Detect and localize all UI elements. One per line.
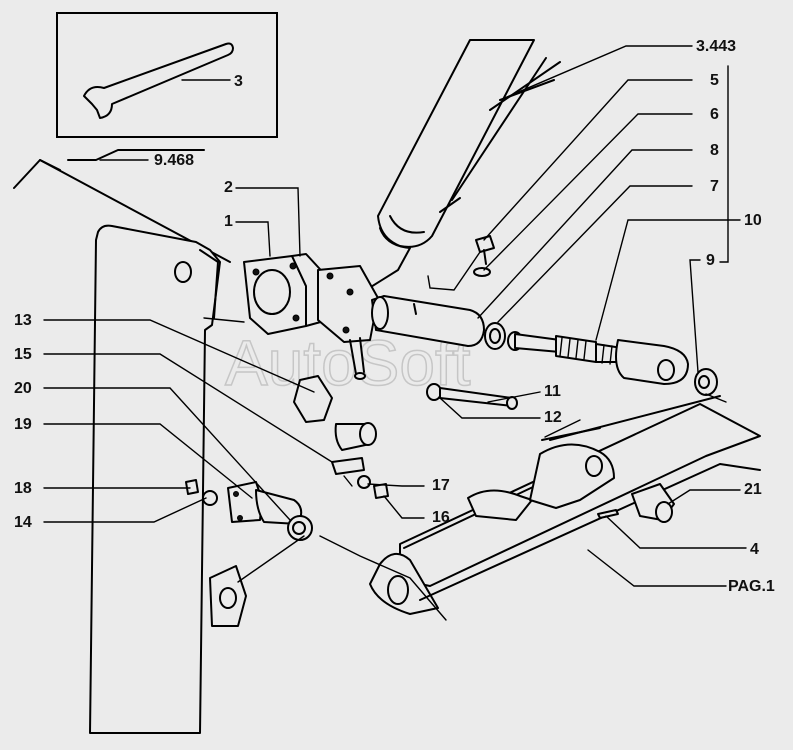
- bush-part-9: [694, 368, 718, 396]
- bolt-part-11: [426, 383, 518, 410]
- flange-part-2: [291, 253, 379, 380]
- label-18: 18: [14, 480, 32, 497]
- label-10: 10: [744, 212, 762, 229]
- label-4: 4: [750, 541, 759, 558]
- label-15: 15: [14, 346, 32, 363]
- label-11: 11: [544, 383, 561, 400]
- label-16: 16: [432, 509, 450, 526]
- lift-arm: [369, 395, 761, 615]
- label-6: 6: [710, 106, 719, 123]
- assembly-axis-lines: [203, 251, 727, 621]
- screw-part-17: [357, 475, 389, 499]
- wrench-inset: [56, 12, 278, 138]
- label-9468: 9.468: [154, 152, 194, 169]
- label-pag1: PAG.1: [728, 578, 775, 595]
- label-1: 1: [224, 213, 233, 230]
- label-12: 12: [544, 409, 562, 426]
- bush-part-20: [287, 515, 313, 541]
- label-17: 17: [432, 477, 450, 494]
- label-3443: 3.443: [696, 38, 736, 55]
- plate-part-15: [331, 457, 365, 475]
- rod-tube: [371, 295, 485, 347]
- label-19: 19: [14, 416, 32, 433]
- bolt-part-5: [473, 235, 495, 277]
- label-8: 8: [710, 142, 719, 159]
- label-20: 20: [14, 380, 32, 397]
- label-3: 3: [234, 73, 243, 90]
- key-part-4: [597, 509, 619, 519]
- callout-labels: 3.443 9.468 3 2 1 5 6 8 7 10 9 11 12 13 …: [14, 38, 775, 595]
- label-9: 9: [706, 252, 715, 269]
- label-5: 5: [710, 72, 719, 89]
- pin-part-21: [631, 483, 675, 523]
- label-14: 14: [14, 514, 32, 531]
- screw-part-18: [185, 479, 218, 506]
- flange-part-1: [243, 255, 307, 335]
- hydraulic-cylinder: [365, 39, 561, 291]
- label-7: 7: [710, 178, 719, 195]
- label-2: 2: [224, 179, 233, 196]
- callout-leaders: [43, 45, 747, 587]
- label-13: 13: [14, 312, 32, 329]
- label-21: 21: [744, 481, 762, 498]
- frame-plate: [13, 149, 247, 734]
- threaded-rod-part-10: [514, 333, 689, 385]
